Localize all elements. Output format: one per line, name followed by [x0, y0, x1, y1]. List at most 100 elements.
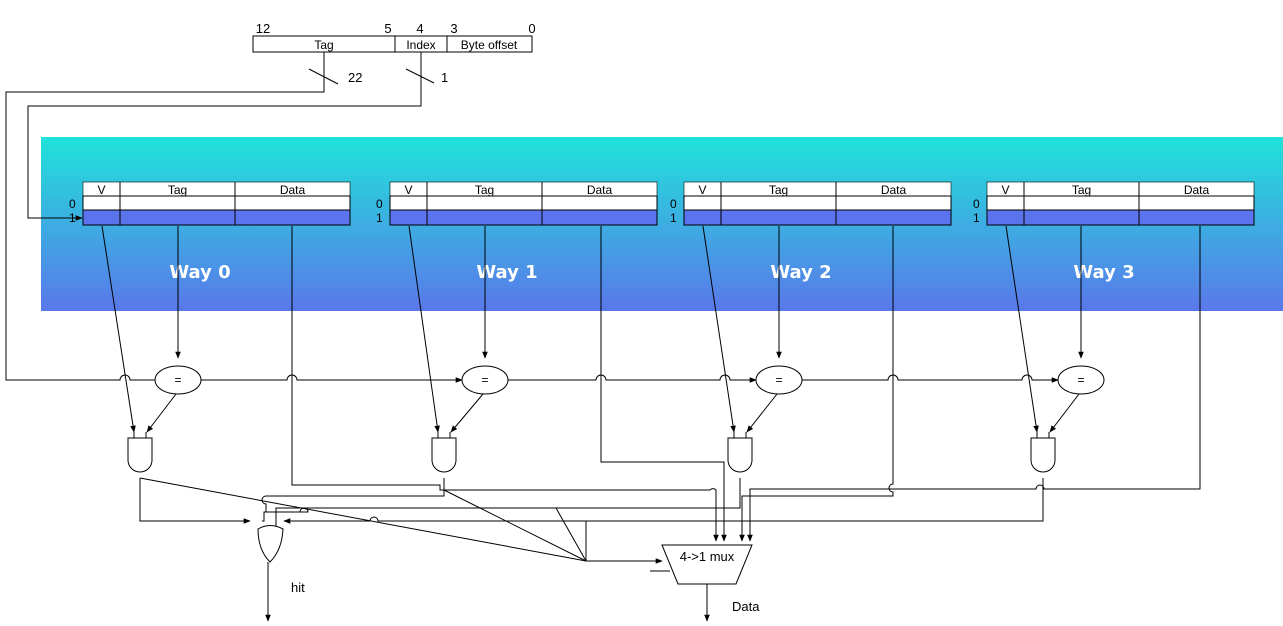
tag-bus-chain — [200, 374, 1059, 383]
comparator-shape — [461, 365, 509, 395]
way3-data-wire — [747, 226, 1201, 542]
bit-label-4: 4 — [416, 21, 423, 36]
row-index-0: 0 — [69, 197, 76, 211]
way-label: Way 0 — [169, 262, 230, 283]
col-v-label: V — [1001, 183, 1009, 197]
tag-wire — [5, 52, 325, 381]
compare-result-wire — [450, 393, 484, 433]
way1-data-wire — [600, 226, 727, 542]
compare-result-wire — [146, 393, 177, 433]
row-index-1: 1 — [69, 211, 76, 225]
way-table-header — [683, 181, 952, 197]
way-table-header — [82, 181, 351, 197]
and-gate-2 — [727, 432, 753, 473]
way-label: Way 2 — [770, 262, 831, 283]
way1-hit-wire — [261, 478, 445, 522]
comparator-symbol: = — [775, 373, 782, 387]
comparator-1: = — [450, 365, 509, 433]
row-index-0: 0 — [973, 197, 980, 211]
comparators: = = = = — [146, 365, 1105, 433]
col-data-label: Data — [280, 183, 306, 197]
and-gate-3 — [1030, 432, 1056, 473]
col-tag-label: Tag — [475, 183, 494, 197]
col-data-label: Data — [881, 183, 907, 197]
address-format: 12 5 4 3 0 Tag Index Byte offset 22 1 — [252, 21, 536, 85]
way-row-0 — [82, 195, 351, 211]
row-index-1: 1 — [670, 211, 677, 225]
data-output-label: Data — [732, 599, 760, 614]
row-index-0: 0 — [670, 197, 677, 211]
index-bus-width: 1 — [441, 70, 448, 85]
comparator-symbol: = — [1077, 373, 1084, 387]
comparator-3: = — [1049, 365, 1105, 433]
select-line-1 — [443, 489, 587, 562]
row-index-0: 0 — [376, 197, 383, 211]
and-gates — [127, 432, 1056, 473]
way-table-header — [986, 181, 1255, 197]
row-index-1: 1 — [376, 211, 383, 225]
address-field-byte-offset: Byte offset — [461, 38, 518, 52]
select-line-0 — [139, 477, 587, 562]
way2-data-wire — [739, 226, 894, 542]
way-table-header — [389, 181, 658, 197]
comparator-symbol: = — [174, 373, 181, 387]
select-line-2 — [555, 507, 587, 562]
and-gate-shape — [1030, 437, 1056, 473]
way0-data-wire — [291, 226, 719, 542]
col-tag-label: Tag — [168, 183, 187, 197]
index-wire — [27, 52, 422, 221]
comparator-0: = — [146, 365, 202, 433]
and-gate-1 — [431, 432, 457, 473]
way3-hit-wire — [283, 478, 1044, 524]
or-gate — [257, 525, 284, 563]
way-label: Way 3 — [1073, 262, 1134, 283]
comparator-shape — [755, 365, 803, 395]
valid-bit-wire — [101, 225, 136, 433]
col-v-label: V — [97, 183, 105, 197]
comparator-2: = — [746, 365, 803, 433]
and-gate-shape — [727, 437, 753, 473]
valid-bit-wire — [408, 225, 440, 433]
row-index-1: 1 — [973, 211, 980, 225]
way2-hit-wire — [275, 478, 741, 528]
and-gate-shape — [431, 437, 457, 473]
comparator-symbol: = — [481, 373, 488, 387]
way-row-1 — [683, 209, 952, 226]
way-row-1 — [389, 209, 658, 226]
bit-label-0: 0 — [528, 21, 535, 36]
mux-label: 4->1 mux — [680, 549, 735, 564]
address-field-tag: Tag — [314, 38, 333, 52]
bit-label-5: 5 — [384, 21, 391, 36]
way-row-1 — [986, 209, 1255, 226]
way0-hit-wire — [139, 478, 251, 524]
address-register — [252, 35, 533, 53]
tag-bus-width: 22 — [348, 70, 362, 85]
hit-label: hit — [291, 580, 305, 595]
comparator-shape — [154, 365, 202, 395]
mux-4to1 — [661, 544, 753, 585]
valid-bit-wire — [702, 225, 736, 433]
bit-label-3: 3 — [450, 21, 457, 36]
way-row-0 — [389, 195, 658, 211]
valid-bit-wire — [1005, 225, 1039, 433]
compare-result-wire — [1049, 393, 1080, 433]
col-v-label: V — [698, 183, 706, 197]
col-data-label: Data — [1184, 183, 1210, 197]
address-field-index: Index — [406, 38, 435, 52]
and-gate-0 — [127, 432, 153, 473]
col-tag-label: Tag — [769, 183, 788, 197]
comparator-shape — [1057, 365, 1105, 395]
way-label: Way 1 — [476, 262, 537, 283]
bit-label-12: 12 — [256, 21, 270, 36]
col-data-label: Data — [587, 183, 613, 197]
col-v-label: V — [404, 183, 412, 197]
col-tag-label: Tag — [1072, 183, 1091, 197]
compare-result-wire — [746, 393, 778, 433]
way-row-0 — [986, 195, 1255, 211]
